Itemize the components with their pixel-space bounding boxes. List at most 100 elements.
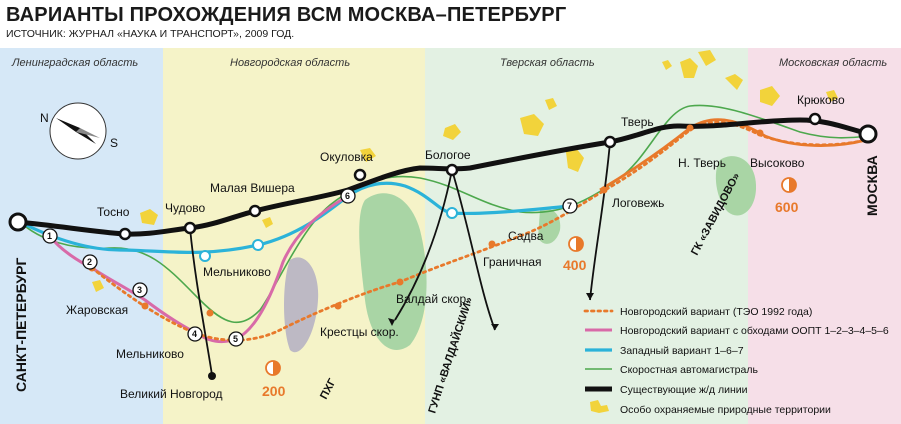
existing-rail-line xyxy=(15,117,873,237)
point-3-label: 3 xyxy=(137,285,142,295)
protected-areas xyxy=(92,50,838,292)
region-tver xyxy=(425,48,748,424)
numbered-points: 1 2 3 4 5 6 7 xyxy=(42,188,578,347)
station-tver xyxy=(603,135,617,149)
point-6-label: 6 xyxy=(345,191,350,201)
motorway-line xyxy=(19,104,871,324)
branch-south xyxy=(589,141,611,301)
orange-mainline-segment xyxy=(599,118,867,192)
point-1-label: 1 xyxy=(47,231,52,241)
label-logovezh: Логовежь xyxy=(612,196,664,210)
point-4-label: 4 xyxy=(192,329,197,339)
orange-point xyxy=(396,278,404,286)
label-kresttsy: Крестцы скор. xyxy=(320,325,399,339)
label-chudovo: Чудово xyxy=(165,201,206,215)
label-moscow: МОСКВА xyxy=(864,155,880,216)
orange-point xyxy=(488,240,496,248)
label-bologoe: Бологое xyxy=(425,148,471,162)
protected-area-patch xyxy=(360,148,376,162)
novgorod-endpoint xyxy=(208,372,216,380)
protected-area-patch xyxy=(680,58,698,78)
protected-area-patch xyxy=(443,124,461,140)
orange-point xyxy=(756,129,764,137)
zavidovo-area xyxy=(715,156,757,216)
label-veliky-novgorod: Великий Новгород xyxy=(120,387,223,401)
orange-point xyxy=(600,186,608,194)
station-melnikovo-west xyxy=(199,250,211,262)
orange-point xyxy=(334,302,342,310)
station-chudovo xyxy=(183,221,197,235)
label-spb: САНКТ-ПЕТЕРБУРГ xyxy=(13,258,29,392)
protected-area-patch xyxy=(826,90,838,102)
legend-label-western: Западный вариант 1–6–7 xyxy=(620,345,744,357)
orange-point xyxy=(141,302,149,310)
orange-point xyxy=(686,124,694,132)
distance-200: 200 xyxy=(262,383,286,399)
protected-area-patch xyxy=(92,280,104,292)
branch-to-valday xyxy=(451,169,496,331)
branch-to-novgorod xyxy=(189,227,213,376)
moscow-terminal xyxy=(858,124,878,144)
legend-label-rail: Существующие ж/д линии xyxy=(620,384,748,396)
point-5-label: 5 xyxy=(233,334,238,344)
label-sadva: Садва xyxy=(508,229,544,243)
region-label-moscow: Московская область xyxy=(779,57,887,69)
arrow-icon xyxy=(388,318,395,326)
legend: Новгородский вариант (ТЭО 1992 года) Нов… xyxy=(583,306,889,416)
compass-needle-light-icon xyxy=(76,128,100,138)
label-n-tver: Н. Тверь xyxy=(678,156,726,170)
region-label-leningrad: Ленинградская область xyxy=(11,57,138,69)
protected-area-patch xyxy=(140,209,158,225)
label-tver: Тверь xyxy=(621,115,654,129)
label-valday: Валдай скор. xyxy=(396,292,469,306)
rail-stations xyxy=(118,112,822,241)
compass-s: S xyxy=(110,136,118,150)
label-kryukovo: Крюково xyxy=(797,93,845,107)
green-reserve-small xyxy=(538,208,561,244)
label-tosno: Тосно xyxy=(97,205,130,219)
protected-area-patch xyxy=(725,74,743,90)
label-malaya-vishera: Малая Вишера xyxy=(210,181,295,195)
label-melnikovo-1: Мельниково xyxy=(203,265,271,279)
legend-label-bypass: Новгородский вариант с обходами ООПТ 1–2… xyxy=(620,325,889,337)
valday-park-area xyxy=(359,193,427,350)
station-okulovka xyxy=(353,168,367,182)
region-label-novgorod: Новгородская область xyxy=(230,57,350,69)
station-kryukovo xyxy=(808,112,822,126)
protected-area-patch xyxy=(566,148,584,172)
western-variant-stations xyxy=(199,207,458,262)
label-okulovka: Окуловка xyxy=(320,150,373,164)
protected-area-patch xyxy=(662,60,672,70)
station-tosno xyxy=(118,227,132,241)
page-title: ВАРИАНТЫ ПРОХОЖДЕНИЯ ВСМ МОСКВА–ПЕТЕРБУР… xyxy=(6,4,567,26)
point-7-label: 7 xyxy=(567,201,572,211)
protected-area-patch xyxy=(520,114,544,136)
phg-area xyxy=(284,257,319,353)
label-vysokovo: Высоково xyxy=(750,156,805,170)
distance-600: 600 xyxy=(775,199,799,215)
arrow-icon xyxy=(586,293,594,300)
arrow-icon xyxy=(491,324,499,330)
station-malaya-vishera xyxy=(248,204,262,218)
protected-area-patch xyxy=(545,98,557,110)
spb-terminal xyxy=(8,212,28,232)
legend-label-1992: Новгородский вариант (ТЭО 1992 года) xyxy=(620,306,812,318)
compass-n: N xyxy=(40,111,49,125)
distance-markers: 200 400 600 xyxy=(262,177,799,399)
distance-400: 400 xyxy=(563,257,587,273)
legend-swatch-protected xyxy=(590,400,609,413)
region-label-tver: Тверская область xyxy=(500,57,595,69)
orange-point xyxy=(206,309,214,317)
label-zharovskaya: Жаровская xyxy=(66,303,128,317)
protected-area-patch xyxy=(262,217,273,228)
protected-area-patch xyxy=(698,50,716,66)
station-west-2 xyxy=(252,239,264,251)
page-source: ИСТОЧНИК: ЖУРНАЛ «НАУКА И ТРАНСПОРТ», 20… xyxy=(6,28,295,40)
station-bologoe xyxy=(445,163,459,177)
branch-to-kresttsy xyxy=(394,169,453,321)
protected-area-patch xyxy=(760,86,780,106)
legend-label-protected: Особо охраняемые природные территории xyxy=(620,404,831,416)
label-melnikovo-2: Мельниково xyxy=(116,347,184,361)
point-2-label: 2 xyxy=(87,257,92,267)
